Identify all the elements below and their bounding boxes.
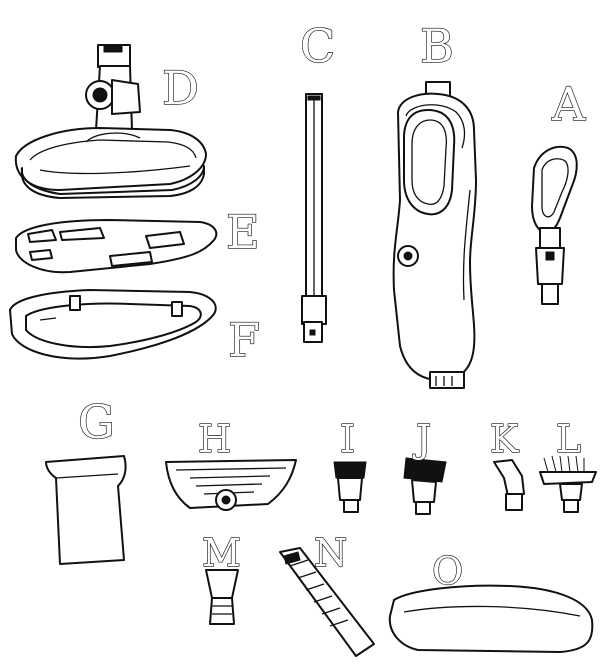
part-g-measuring-cup bbox=[45, 455, 127, 565]
label-a: A bbox=[551, 77, 586, 131]
label-k: K bbox=[490, 417, 519, 461]
label-f: F bbox=[228, 313, 260, 367]
label-g: G bbox=[78, 395, 115, 449]
part-a-handle bbox=[531, 145, 578, 305]
label-l: L bbox=[556, 417, 581, 461]
label-j: J bbox=[412, 417, 431, 461]
label-b: B bbox=[420, 19, 454, 73]
label-o: O bbox=[432, 549, 463, 593]
label-c: C bbox=[300, 19, 335, 73]
label-h: H bbox=[198, 417, 231, 461]
label-i: I bbox=[340, 417, 355, 461]
part-l-scrub-brush bbox=[539, 455, 597, 513]
label-n: N bbox=[314, 531, 347, 575]
part-c-extension-pole bbox=[301, 93, 327, 343]
label-e: E bbox=[226, 205, 260, 259]
part-o-fabric-cover bbox=[388, 584, 594, 653]
part-i-round-brush bbox=[333, 461, 367, 513]
label-m: M bbox=[202, 531, 241, 575]
part-e-cleaning-pad bbox=[15, 219, 218, 274]
part-k-angled-nozzle bbox=[493, 459, 525, 511]
part-b-main-unit bbox=[392, 81, 477, 389]
part-j-large-brush bbox=[403, 457, 447, 515]
part-m-nozzle-adapter bbox=[205, 569, 239, 625]
part-f-carpet-glider bbox=[9, 289, 217, 360]
part-h-window-tool bbox=[165, 459, 297, 511]
part-d-mop-head bbox=[14, 44, 207, 199]
label-d: D bbox=[162, 61, 199, 115]
part-n-extension-hose bbox=[279, 547, 375, 657]
